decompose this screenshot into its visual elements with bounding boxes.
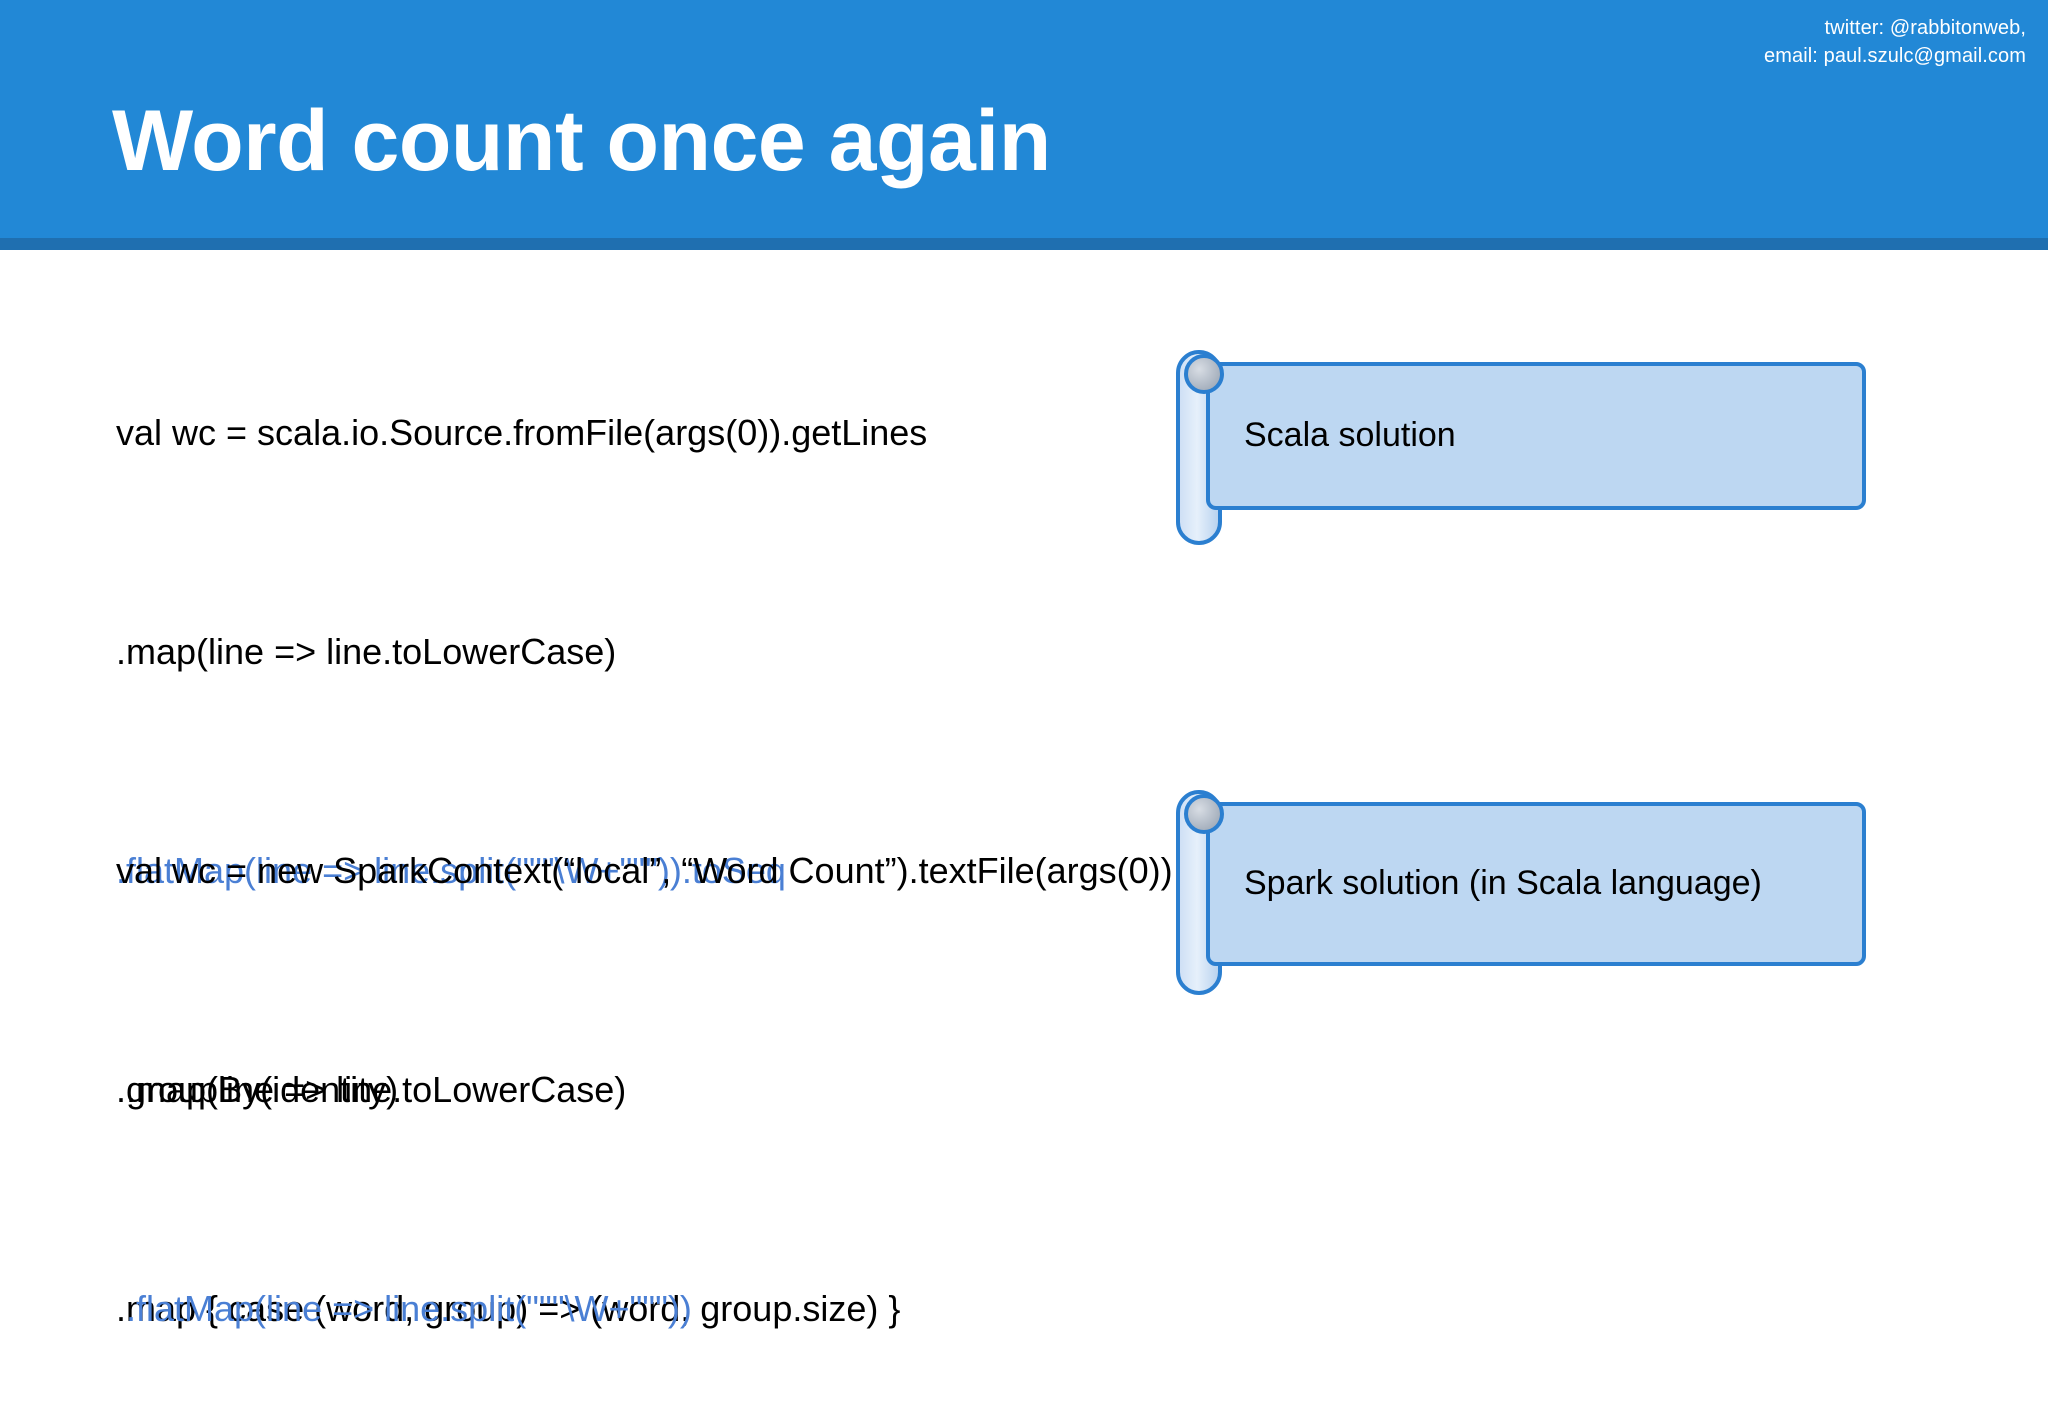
code-line: val wc = new SparkContext(“local”, “Word… bbox=[116, 850, 1173, 891]
title-band-underline bbox=[0, 238, 2048, 250]
spark-code-block: val wc = new SparkContext(“local”, “Word… bbox=[116, 688, 1173, 1418]
code-line: .flatMap(line => line.split("""\W+""")).… bbox=[116, 850, 786, 891]
code-line: .groupBy(identity) bbox=[116, 1069, 399, 1110]
title-band bbox=[0, 0, 2048, 238]
contact-twitter: twitter: @rabbitonweb, bbox=[1824, 17, 2026, 39]
contact-info: twitter: @rabbitonweb, email: paul.szulc… bbox=[1764, 14, 2026, 71]
callout-spark-solution: Spark solution (in Scala language) bbox=[1170, 780, 1870, 1010]
scala-code-block: val wc = scala.io.Source.fromFile(args(0… bbox=[116, 250, 927, 1418]
code-line: .map(line => line.toLowerCase) bbox=[116, 631, 617, 672]
callout-body: Scala solution bbox=[1206, 362, 1866, 510]
callout-body: Spark solution (in Scala language) bbox=[1206, 802, 1866, 966]
page-title: Word count once again bbox=[112, 93, 1051, 189]
code-line: .flatMap(line => line.split("""\W+""")) bbox=[116, 1288, 692, 1329]
code-line: .map(line => line.toLowerCase) bbox=[116, 1069, 627, 1110]
callout-scala-solution: Scala solution bbox=[1170, 340, 1870, 555]
code-line: val wc = scala.io.Source.fromFile(args(0… bbox=[116, 412, 928, 453]
scroll-curl-icon bbox=[1184, 794, 1224, 834]
callout-label: Spark solution (in Scala language) bbox=[1244, 864, 1762, 903]
callout-label: Scala solution bbox=[1244, 416, 1456, 455]
contact-email: email: paul.szulc@gmail.com bbox=[1764, 45, 2026, 68]
scroll-curl-icon bbox=[1184, 354, 1224, 394]
